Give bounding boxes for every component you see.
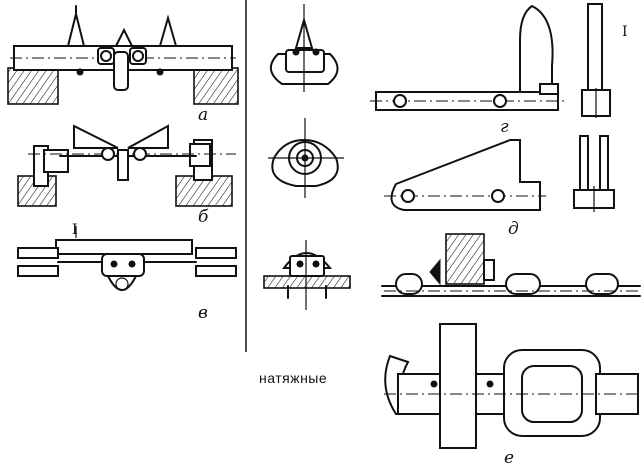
label-e: е [504, 448, 514, 467]
figure-v-chain-link [17, 226, 237, 291]
figure-middle-bottom-link [263, 240, 351, 310]
figure-b-scraper-link [17, 124, 236, 207]
figure-a-spiked-link [7, 5, 239, 105]
label-one-left: I [72, 222, 78, 238]
label-g: г [500, 117, 509, 137]
label-b: б [198, 207, 209, 227]
caption-tensioning: натяжные [259, 370, 327, 386]
label-v: в [198, 303, 208, 323]
figure-e-heavy-link [384, 323, 640, 449]
label-a: а [198, 105, 208, 125]
label-one-top-right: I [622, 24, 628, 40]
figure-d-bracket-link [384, 135, 615, 212]
figure-middle-top-link [270, 4, 339, 92]
figure-chain-with-block [381, 233, 641, 297]
figure-middle-center-link [268, 118, 344, 198]
label-d: д [508, 219, 519, 239]
figure-g-hook-link [370, 3, 611, 118]
